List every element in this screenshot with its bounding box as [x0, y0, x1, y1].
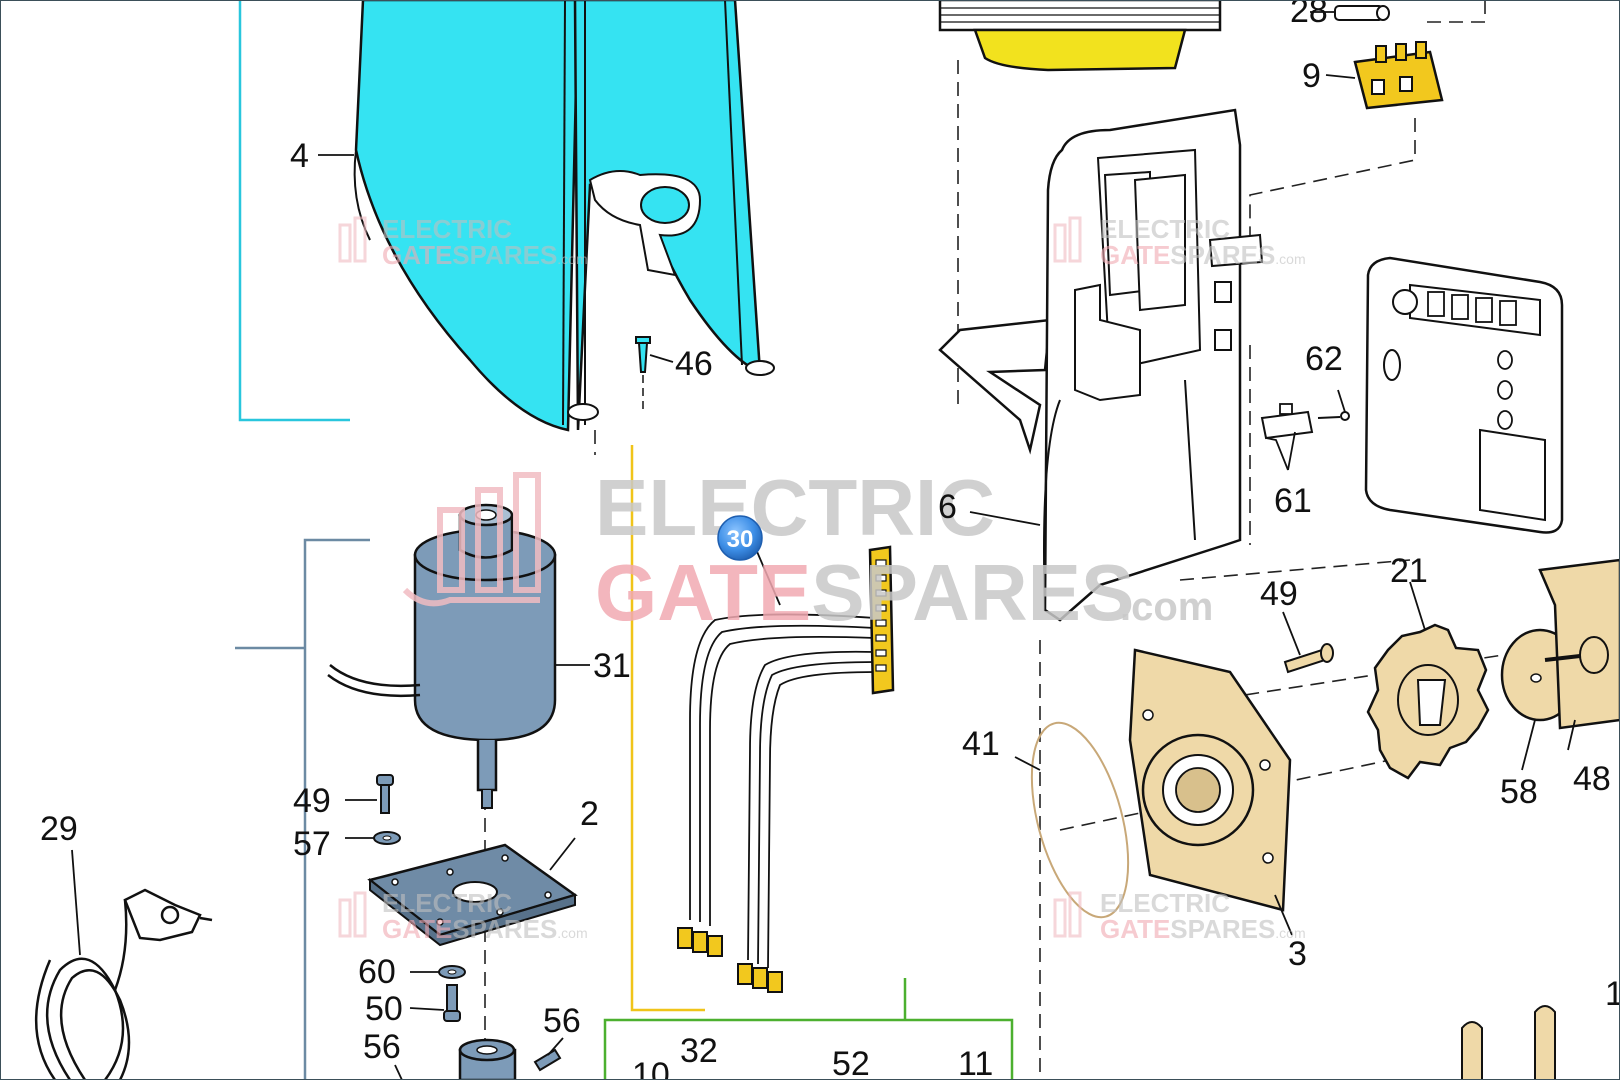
wm2-hl: GATE [1100, 240, 1170, 270]
hotspot-30[interactable]: 30 [717, 515, 763, 561]
watermark-main: ELECTRIC GATESPARES .com [402, 463, 1213, 637]
wm4-suffix: .com [1275, 925, 1305, 941]
part-21-pinion-gear[interactable] [1366, 623, 1490, 780]
bracket-steel [235, 538, 370, 1080]
label-6[interactable]: 6 [938, 488, 957, 526]
watermark-small-3: ELECTRIC GATESPARES.com [338, 888, 588, 944]
part-harness-plugs[interactable] [677, 927, 783, 993]
bracket-yellow [630, 445, 705, 1012]
watermark-small-2-line2: GATESPARES.com [1100, 240, 1306, 270]
leader-lines [71, 11, 1576, 1081]
watermark-small-2-line1: ELECTRIC [1100, 214, 1230, 244]
label-21[interactable]: 21 [1390, 552, 1428, 590]
part-46-screw[interactable] [635, 336, 651, 410]
part-50-screw[interactable] [443, 984, 461, 1022]
wm2-rest: SPARES [1170, 240, 1275, 270]
label-52[interactable]: 52 [832, 1045, 870, 1083]
watermark-small-1-line2: GATESPARES.com [382, 240, 588, 270]
part-harness-connector-strip[interactable] [868, 545, 895, 695]
part-wiring-harness[interactable] [689, 613, 876, 969]
label-57[interactable]: 57 [293, 825, 331, 863]
watermark-small-1: ELECTRIC GATESPARES.com [338, 214, 588, 270]
part-62-screw[interactable] [1317, 411, 1350, 421]
watermark-small-4-line1: ELECTRIC [1100, 888, 1230, 918]
watermark-small-3-line1: ELECTRIC [382, 888, 512, 918]
hotspot-30-circle[interactable] [717, 515, 763, 561]
wm1-hl: GATE [382, 240, 452, 270]
label-46[interactable]: 46 [675, 345, 713, 383]
label-49-left[interactable]: 49 [293, 782, 331, 820]
wm3-suffix: .com [557, 925, 587, 941]
watermark-small-4-line2: GATESPARES.com [1100, 914, 1306, 944]
part-4-cover[interactable] [353, 0, 775, 432]
bracket-cyan [238, 0, 350, 422]
wm1-suffix: .com [557, 251, 587, 267]
part-56-coupling[interactable] [458, 1038, 562, 1082]
watermark-line2: GATESPARES [595, 548, 1134, 637]
label-48[interactable]: 48 [1573, 760, 1611, 798]
label-56-left[interactable]: 56 [363, 1028, 401, 1066]
wm1-rest: SPARES [452, 240, 557, 270]
label-58[interactable]: 58 [1500, 773, 1538, 811]
watermark-suffix: .com [1120, 585, 1213, 629]
part-61-microswitch[interactable] [1260, 403, 1314, 440]
wm4-hl: GATE [1100, 914, 1170, 944]
label-29[interactable]: 29 [40, 810, 78, 848]
part-6-housing[interactable] [938, 108, 1264, 622]
part-49-screw-left[interactable] [376, 774, 394, 814]
label-50[interactable]: 50 [365, 990, 403, 1028]
label-31[interactable]: 31 [593, 647, 631, 685]
label-49-right[interactable]: 49 [1260, 575, 1298, 613]
part-9-terminal-block[interactable] [1353, 41, 1444, 110]
part-transformer[interactable] [938, 0, 1222, 72]
label-56-right[interactable]: 56 [543, 1002, 581, 1040]
part-labels: 28 9 4 46 62 61 6 31 21 49 49 41 58 48 2… [40, 0, 1620, 1085]
watermark-small-2: ELECTRIC GATESPARES.com [1053, 214, 1306, 270]
hotspot-30-label[interactable]: 30 [727, 526, 754, 553]
part-2-mounting-plate[interactable] [367, 843, 578, 947]
label-32[interactable]: 32 [680, 1032, 718, 1070]
label-3[interactable]: 3 [1288, 935, 1307, 973]
part-49-screw-right[interactable] [1283, 643, 1334, 674]
part-48-bracket[interactable] [1538, 558, 1620, 730]
part-28-fuse[interactable] [1334, 5, 1390, 21]
part-1-pins[interactable] [1461, 1005, 1556, 1080]
label-28[interactable]: 28 [1290, 0, 1328, 30]
label-41[interactable]: 41 [962, 725, 1000, 763]
bracket-green [603, 978, 1014, 1080]
label-11[interactable]: 11 [958, 1045, 993, 1083]
label-61[interactable]: 61 [1274, 482, 1312, 520]
label-2[interactable]: 2 [580, 795, 599, 833]
label-62[interactable]: 62 [1305, 340, 1343, 378]
part-41-gasket[interactable] [1014, 713, 1147, 928]
label-10[interactable]: 10 [632, 1056, 670, 1085]
label-60[interactable]: 60 [358, 953, 396, 991]
part-29-power-cable[interactable] [35, 888, 213, 1081]
watermark-line2-rest: SPARES [811, 548, 1134, 637]
label-4[interactable]: 4 [290, 137, 309, 175]
part-57-washer[interactable] [373, 831, 401, 845]
label-1[interactable]: 1 [1605, 975, 1620, 1013]
part-3-flange[interactable] [1128, 648, 1292, 912]
watermark-line2-highlight: GATE [595, 548, 811, 637]
part-60-washer[interactable] [438, 965, 466, 979]
label-9[interactable]: 9 [1302, 57, 1321, 95]
part-control-board[interactable] [1364, 256, 1564, 534]
watermark-small-1-line1: ELECTRIC [382, 214, 512, 244]
watermark-line1: ELECTRIC [595, 463, 995, 552]
wm2-suffix: .com [1275, 251, 1305, 267]
watermark-small-4: ELECTRIC GATESPARES.com [1053, 888, 1306, 944]
watermark-small-3-line2: GATESPARES.com [382, 914, 588, 944]
wm3-rest: SPARES [452, 914, 557, 944]
wm4-rest: SPARES [1170, 914, 1275, 944]
wm3-hl: GATE [382, 914, 452, 944]
